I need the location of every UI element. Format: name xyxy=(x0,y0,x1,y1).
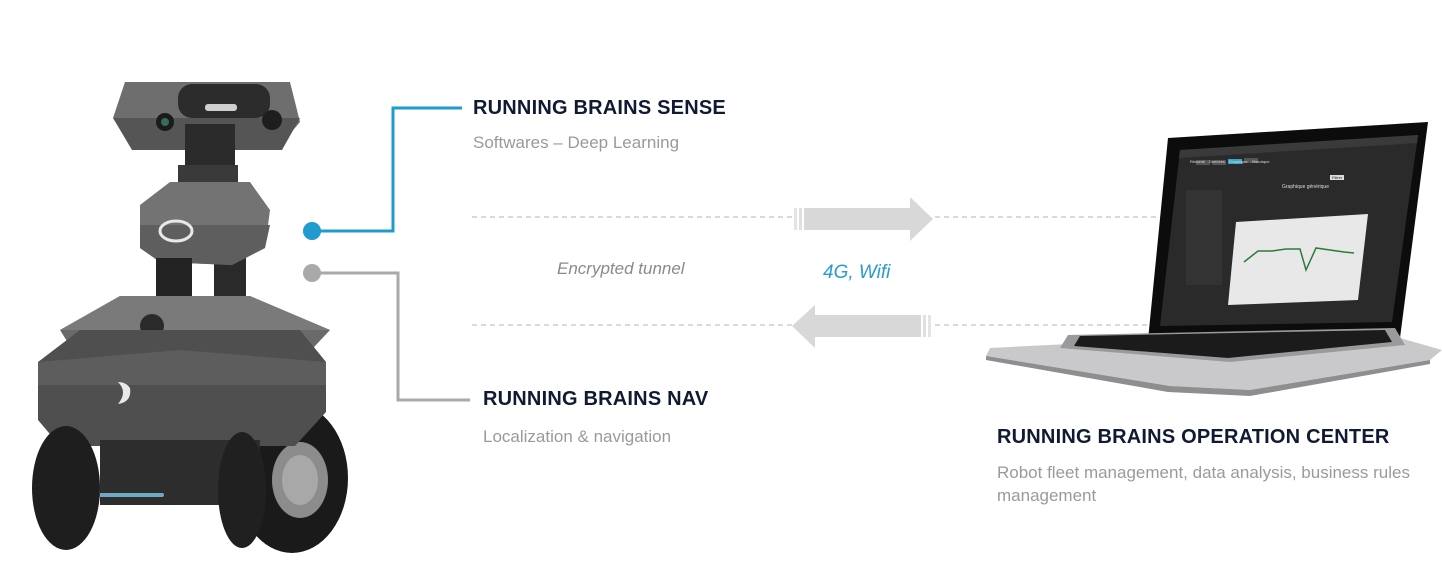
screen-tab: Historique xyxy=(1251,159,1270,164)
network-label: 4G, Wifi xyxy=(823,262,891,283)
nav-title: RUNNING BRAINS NAV xyxy=(483,388,709,410)
robot-illustration xyxy=(32,82,348,553)
sense-connector xyxy=(303,106,462,240)
tunnel-label: Encrypted tunnel xyxy=(557,259,685,278)
nav-connector xyxy=(303,264,470,402)
operation-center-title: RUNNING BRAINS OPERATION CENTER xyxy=(997,426,1390,448)
nav-subtitle: Localization & navigation xyxy=(483,427,672,446)
sense-title: RUNNING BRAINS SENSE xyxy=(473,97,726,119)
screen-chart-title: Graphique générique xyxy=(1282,184,1329,190)
sense-subtitle: Softwares – Deep Learning xyxy=(473,133,680,152)
laptop-screen-tabs: Résumé Données Graphique Historique xyxy=(1190,159,1270,164)
laptop-illustration xyxy=(986,122,1442,396)
arrow-left-icon xyxy=(792,305,931,348)
operation-center-subtitle: Robot fleet management, data analysis, b… xyxy=(997,463,1410,505)
screen-tab: Graphique xyxy=(1228,159,1248,164)
screen-tab: Données xyxy=(1208,159,1225,164)
screen-tab: Résumé xyxy=(1190,159,1205,164)
screen-filter-button: Filtrer xyxy=(1330,175,1345,180)
arrow-right-icon xyxy=(794,197,933,241)
